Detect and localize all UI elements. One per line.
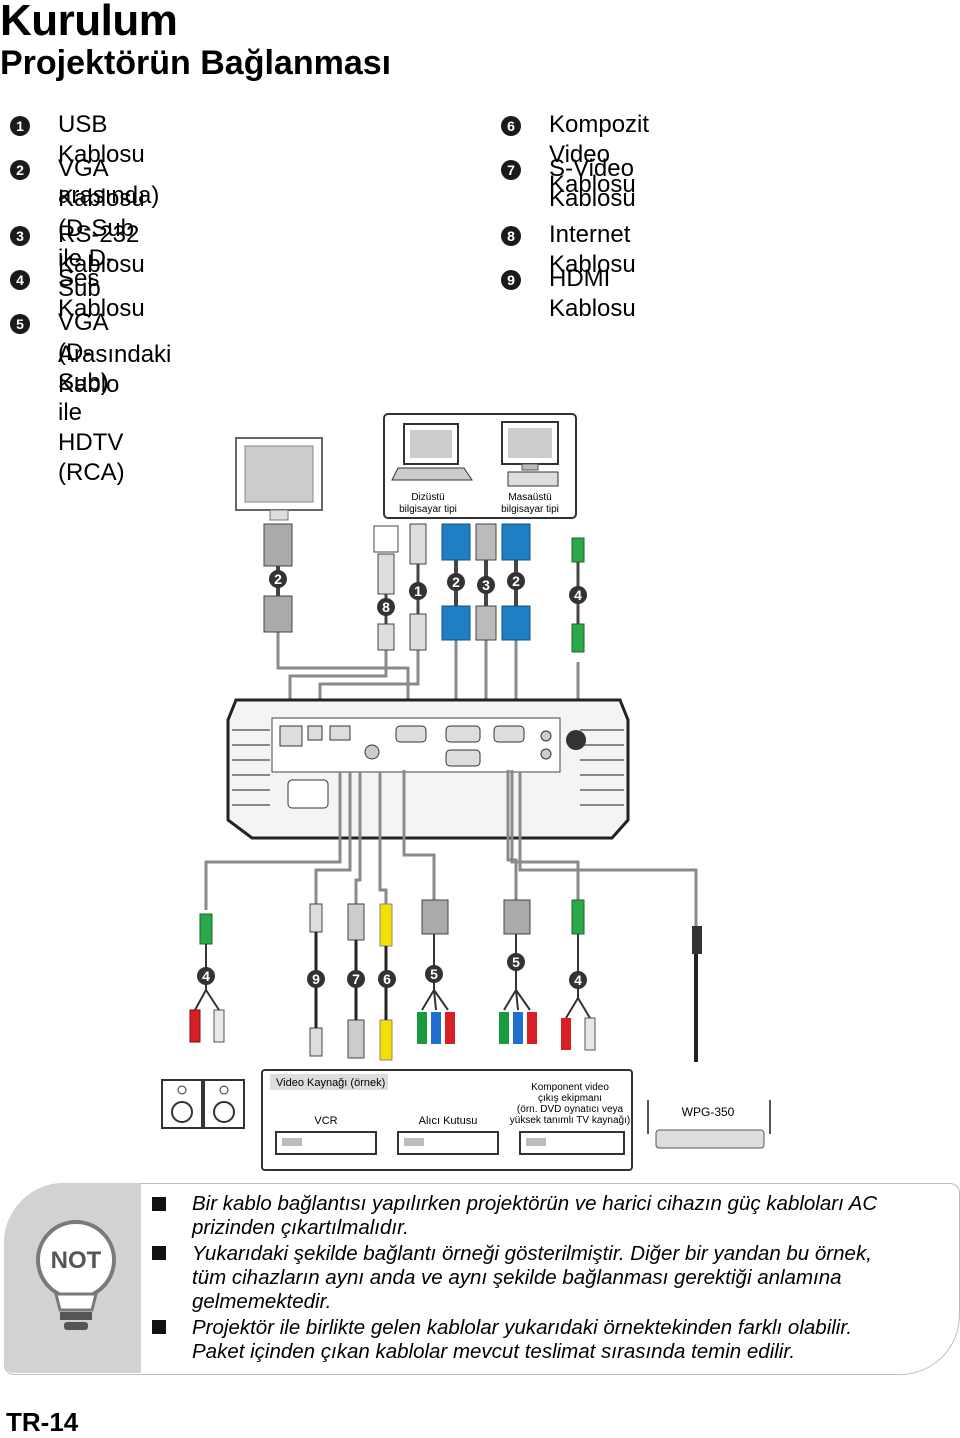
note-line: Bir kablo bağlantısı yapılırken projektö…	[192, 1192, 878, 1215]
svg-text:6: 6	[383, 971, 391, 987]
svg-text:5: 5	[512, 954, 520, 970]
note-line: Yukarıdaki şekilde bağlantı örneği göste…	[192, 1242, 872, 1265]
number-badge-9: 9	[501, 270, 521, 290]
legend-label: Internet Kablosu	[549, 221, 636, 278]
legend-label: RS-232 Kablosu	[58, 221, 145, 278]
legend-label: VGA (D-Sub) ile HDTV (RCA)	[58, 309, 125, 486]
lower-cables	[204, 770, 698, 930]
number-badge-1: 1	[10, 116, 30, 136]
legend-label: S-Video Kablosu	[549, 155, 636, 212]
laptop-icon	[391, 423, 473, 481]
lower-cable-numbers: 4 9 7 6 5 5 4	[197, 953, 587, 989]
rs232-connector	[475, 523, 497, 641]
desktop-label-2: bilgisayar tipi	[501, 504, 559, 515]
svg-text:8: 8	[382, 599, 390, 615]
composite-connector	[379, 903, 393, 1061]
note-line: Paket içinden çıkan kablolar mevcut tesl…	[192, 1340, 796, 1363]
upper-cable-numbers: 2 8 1 2 3 2 4	[269, 570, 587, 616]
desktop-icon	[501, 421, 559, 487]
video-source-title: Video Kaynağı (örnek)	[276, 1077, 385, 1089]
projector	[226, 698, 630, 840]
legend-label-cont: arasında)	[58, 182, 160, 209]
component-label: Komponent video	[531, 1082, 609, 1093]
bullet-marker	[152, 1246, 166, 1260]
usb-connector	[409, 523, 427, 651]
component-label-3: (örn. DVD oynatıcı veya	[517, 1104, 624, 1115]
svideo-connector	[347, 903, 365, 1059]
audio-connector-speakers	[189, 913, 225, 1043]
lightbulb-icon: NOT	[36, 1220, 116, 1330]
page-title: Kurulum	[0, 0, 178, 45]
section-title: Projektörün Bağlanması	[0, 44, 392, 82]
legend-label: USB Kablosu	[58, 111, 145, 168]
svg-text:9: 9	[312, 971, 320, 987]
audio-connector-component	[561, 899, 596, 1051]
dvd-player-icon	[519, 1131, 625, 1155]
number-badge-2: 2	[10, 160, 30, 180]
wpg-audio-connector	[692, 926, 702, 1062]
number-badge-7: 7	[501, 160, 521, 180]
bullet-marker	[152, 1320, 166, 1334]
legend-label-cont: Arasındaki Kablo	[58, 341, 172, 398]
svg-text:4: 4	[202, 968, 210, 984]
note-label: NOT	[51, 1247, 102, 1274]
svg-text:7: 7	[352, 971, 360, 987]
vcr-icon	[275, 1131, 377, 1155]
note-box	[4, 1183, 960, 1375]
page-number: TR-14	[6, 1407, 79, 1437]
svg-text:4: 4	[574, 972, 582, 988]
wpg-label: WPG-350	[682, 1105, 735, 1119]
wpg-device-icon	[647, 1100, 771, 1149]
receiver-icon	[397, 1131, 499, 1155]
svg-text:2: 2	[512, 573, 520, 589]
laptop-label: Dizüstü	[411, 492, 444, 503]
note-line: prizinden çıkartılmalıdır.	[192, 1216, 409, 1239]
legend-label: HDMI Kablosu	[549, 265, 636, 322]
number-badge-4: 4	[10, 270, 30, 290]
component-label-4: yüksek tanımlı TV kaynağı)	[510, 1115, 630, 1126]
svg-text:2: 2	[274, 571, 282, 587]
number-badge-6: 6	[501, 116, 521, 136]
monitor-icon	[235, 437, 323, 521]
note-line: tüm cihazların aynı anda ve aynı şekilde…	[192, 1266, 842, 1289]
svg-text:3: 3	[482, 577, 490, 593]
svg-text:1: 1	[414, 583, 422, 599]
vga-hdtv-connector-2	[499, 899, 537, 1044]
vga-connector-desktop	[501, 523, 531, 641]
legend-label: Ses Kablosu	[58, 265, 145, 322]
number-badge-3: 3	[10, 226, 30, 246]
laptop-label-2: bilgisayar tipi	[399, 504, 457, 515]
svg-text:4: 4	[574, 587, 582, 603]
note-line: gelmemektedir.	[192, 1290, 332, 1313]
receiver-label: Alıcı Kutusu	[419, 1115, 478, 1127]
desktop-label: Masaüstü	[508, 492, 551, 503]
vga-connector-laptop	[441, 523, 471, 641]
vcr-label: VCR	[314, 1115, 337, 1127]
svg-text:5: 5	[430, 966, 438, 982]
speakers-icon	[161, 1079, 245, 1129]
number-badge-5: 5	[10, 314, 30, 334]
video-source-header	[270, 1074, 388, 1090]
ethernet-connector	[373, 525, 399, 651]
number-badge-8: 8	[501, 226, 521, 246]
legend-label: VGA Kablosu (D-Sub ile D-Sub	[58, 155, 145, 302]
component-label-2: çıkış ekipmanı	[538, 1093, 602, 1104]
connection-diagram: Dizüstü bilgisayar tipi Masaüstü bilgisa…	[161, 413, 771, 1171]
bullet-marker	[152, 1197, 166, 1211]
vga-hdtv-connector-1	[417, 899, 455, 1044]
note-line: Projektör ile birlikte gelen kablolar yu…	[192, 1316, 853, 1339]
legend-label: Kompozit Video Kablosu	[549, 111, 650, 198]
svg-text:2: 2	[452, 574, 460, 590]
